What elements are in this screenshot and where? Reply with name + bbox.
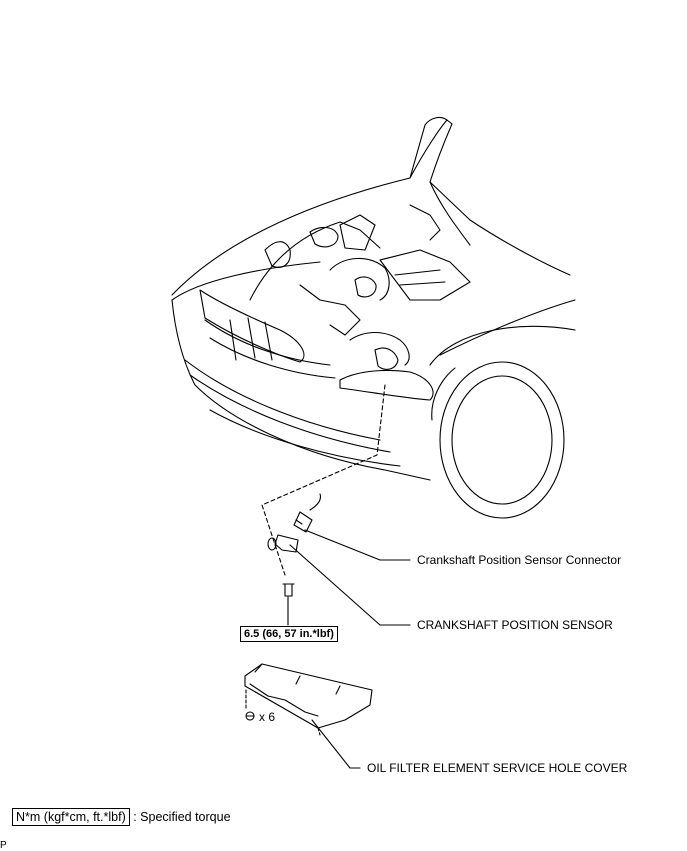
sensor-leader xyxy=(289,544,411,626)
cover-illustration xyxy=(244,663,373,736)
cover-leader xyxy=(311,719,361,769)
legend-description: : Specified torque xyxy=(133,810,231,824)
torque-value-box: 6.5 (66, 57 in.*lbf) xyxy=(240,626,338,642)
legend-unit-box: N*m (kgf*cm, ft.*lbf) xyxy=(12,808,130,826)
location-dashed-line xyxy=(261,384,386,576)
corner-mark: P xyxy=(0,840,7,851)
connector-leader xyxy=(304,529,411,561)
cover-label: OIL FILTER ELEMENT SERVICE HOLE COVER xyxy=(367,761,628,775)
sensor-label: CRANKSHAFT POSITION SENSOR xyxy=(417,618,613,632)
connector-label: Crankshaft Position Sensor Connector xyxy=(417,553,622,567)
sensor-illustration xyxy=(267,493,322,597)
legend: N*m (kgf*cm, ft.*lbf) : Specified torque xyxy=(12,808,231,826)
bolt-quantity: x 6 xyxy=(259,710,276,724)
vehicle-illustration xyxy=(171,116,576,519)
